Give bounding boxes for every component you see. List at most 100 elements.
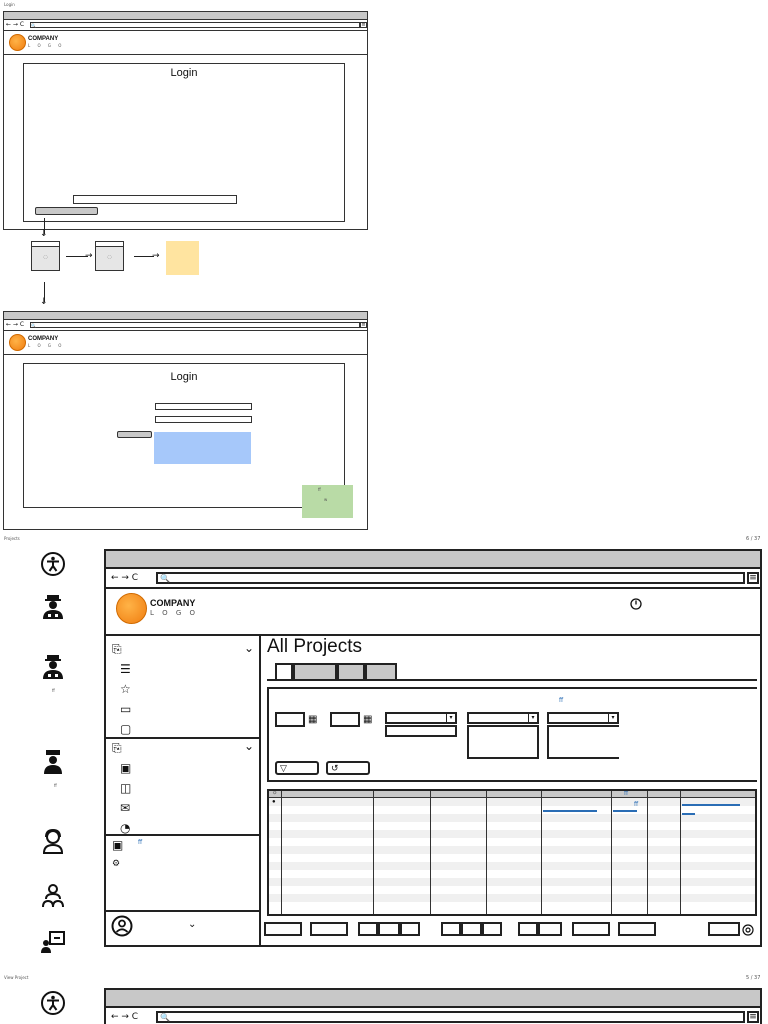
filter-select-3[interactable]: ▾ [467, 712, 539, 724]
date-to-input[interactable] [330, 712, 360, 727]
login-button[interactable] [117, 431, 152, 438]
pagination-button[interactable] [538, 922, 562, 936]
table-column-divider [611, 791, 612, 914]
pagination-button[interactable] [618, 922, 656, 936]
dropdown-arrow-icon[interactable]: ▾ [608, 714, 617, 722]
pagination-button[interactable] [400, 922, 420, 936]
spinner-icon: ◌ [43, 252, 48, 262]
table-row[interactable] [269, 894, 755, 902]
table-column-divider [647, 791, 648, 914]
clipboard-icon: ⎘ [112, 741, 122, 755]
calendar-icon[interactable]: ▦ [308, 714, 318, 725]
browser-nav-bar: ← → C 🔍 ≡ [106, 1008, 760, 1024]
row-radio-icon[interactable]: ● [272, 799, 276, 805]
menu-icon[interactable]: ≡ [747, 1011, 759, 1023]
list-icon[interactable]: ☰ [120, 662, 131, 676]
dropdown-arrow-icon[interactable]: ▾ [446, 714, 455, 722]
username-input[interactable] [155, 403, 252, 410]
logo-sub: L O G O [28, 43, 65, 48]
star-icon[interactable]: ☆ [120, 682, 131, 696]
table-row[interactable] [269, 814, 755, 822]
pagination-button[interactable] [708, 922, 740, 936]
password-input[interactable] [155, 416, 252, 423]
url-bar[interactable]: 🔍 [156, 572, 745, 584]
book-icon[interactable]: ▭ [120, 702, 132, 716]
table-row[interactable] [269, 862, 755, 870]
menu-icon[interactable]: ≡ [747, 572, 759, 584]
reset-button[interactable]: ↺ [326, 761, 370, 775]
filter-button[interactable]: ▽ [275, 761, 319, 775]
user-avatar-icon[interactable] [111, 915, 133, 942]
browser-nav-buttons[interactable]: ← → C [111, 1012, 139, 1022]
menu-icon[interactable]: ≡ [360, 22, 367, 28]
tab-1[interactable] [275, 663, 293, 679]
table-row[interactable] [269, 878, 755, 886]
dropdown-arrow-icon[interactable]: ▾ [528, 714, 537, 722]
pagination-button[interactable] [572, 922, 610, 936]
image-card-icon[interactable]: ▣ [120, 761, 132, 775]
menu-icon[interactable]: ≡ [360, 322, 367, 328]
accessibility-icon [38, 549, 68, 579]
pagination-button[interactable] [358, 922, 378, 936]
contact-card-icon[interactable]: ▣ [112, 838, 124, 852]
filter-list-3[interactable] [467, 725, 539, 759]
login-button[interactable] [35, 207, 98, 215]
chevron-down-icon[interactable]: ⌄ [244, 739, 255, 753]
power-icon[interactable] [630, 595, 642, 614]
pagination-button[interactable] [264, 922, 302, 936]
filter-input-2[interactable] [385, 725, 457, 737]
pagination-button[interactable] [310, 922, 348, 936]
header-checkbox-icon[interactable]: ☼ [272, 790, 278, 796]
url-bar[interactable]: 🔍 [30, 22, 360, 28]
login-input[interactable] [73, 195, 237, 204]
calendar-check-icon[interactable]: ◫ [120, 781, 132, 795]
browser-title-bar [106, 990, 760, 1008]
pagination-button[interactable] [482, 922, 502, 936]
tab-3[interactable] [337, 663, 365, 679]
note-small: w [324, 497, 328, 502]
table-row[interactable] [269, 798, 755, 806]
site-header: COMPANY L O G O [4, 331, 367, 355]
page-number-view-project: 5 / 37 [746, 975, 761, 981]
pagination-button[interactable] [518, 922, 538, 936]
calendar-icon[interactable]: ▦ [363, 714, 373, 725]
logo-sub: L O G O [28, 343, 65, 348]
pagination-button[interactable] [441, 922, 461, 936]
browser-window-login-2: ← → C 🔍 ≡ COMPANY L O G O Login ff w [3, 311, 368, 530]
tab-4[interactable] [365, 663, 397, 679]
table-row[interactable] [269, 830, 755, 838]
mail-check-icon[interactable]: ✉ [120, 801, 131, 815]
loading-popup-1: ◌ [31, 241, 60, 271]
url-bar[interactable]: 🔍 [156, 1011, 745, 1023]
chevron-down-icon[interactable]: ⌄ [188, 919, 197, 930]
popup-bar [32, 242, 59, 247]
archive-icon[interactable]: ▢ [120, 722, 132, 736]
popup-bar [96, 242, 123, 247]
chevron-down-icon[interactable]: ⌄ [244, 641, 255, 655]
annotation-line [613, 810, 637, 812]
browser-nav-buttons[interactable]: ← → C [6, 21, 25, 28]
pagination-button[interactable] [461, 922, 482, 936]
pagination-button[interactable] [378, 922, 400, 936]
table-row[interactable] [269, 846, 755, 854]
filter-list-4[interactable] [547, 725, 619, 759]
tab-2[interactable] [293, 663, 337, 679]
url-bar[interactable]: 🔍 [30, 322, 360, 328]
search-icon: 🔍 [31, 23, 36, 28]
flow-arrowhead-2: → [85, 251, 93, 261]
settings-icon[interactable]: ⚙ [112, 859, 121, 869]
user-switch-icon [38, 926, 68, 956]
sidebar-divider [106, 910, 259, 912]
browser-nav-buttons[interactable]: ← → C [6, 321, 25, 328]
main-content: All Projects ff ▦ ▦ ▾ ▾ ▾ [265, 636, 758, 945]
browser-nav-buttons[interactable]: ← → C [111, 573, 139, 583]
table-column-divider [486, 791, 487, 914]
filter-select-1[interactable]: ▾ [385, 712, 457, 724]
table-column-divider [541, 791, 542, 914]
settings-circle-icon[interactable] [742, 923, 754, 941]
tab-underline [267, 679, 757, 681]
logo-icon [9, 334, 26, 351]
filter-select-4[interactable]: ▾ [547, 712, 619, 724]
date-from-input[interactable] [275, 712, 305, 727]
dashboard-icon[interactable]: ◔ [120, 821, 131, 835]
